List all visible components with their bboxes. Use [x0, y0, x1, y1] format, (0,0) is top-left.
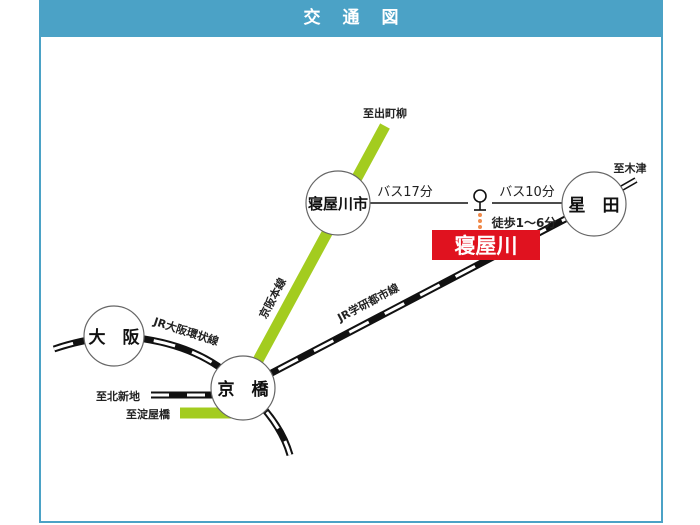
page-title-bar: 交通図	[39, 0, 663, 37]
destination-neyagawa: 寝屋川	[432, 230, 540, 260]
station-kyobashi: 京 橋	[210, 355, 276, 421]
direction-yodoyabashi: 至淀屋橋	[126, 407, 171, 421]
map-frame	[39, 0, 663, 523]
station-kyobashi-label: 京 橋	[218, 379, 270, 400]
bus-10-label: バス10分	[499, 185, 555, 200]
walk-label: 徒歩1〜6分	[491, 215, 557, 230]
jr-gakkentoshi-label: JR学研都市線	[334, 280, 401, 325]
station-hoshida-label: 星 田	[569, 196, 620, 216]
station-neyagawashi: 寝屋川市	[305, 170, 371, 236]
direction-kitashinchi: 至北新地	[96, 389, 140, 403]
direction-demachiyanagi: 至出町柳	[363, 106, 407, 120]
direction-kizu: 至木津	[614, 161, 647, 175]
destination-label: 寝屋川	[455, 234, 518, 258]
station-osaka-label: 大 阪	[89, 327, 140, 348]
bus-17-label: バス17分	[377, 185, 433, 200]
station-neyagawashi-label: 寝屋川市	[308, 195, 368, 213]
station-hoshida: 星 田	[561, 171, 627, 237]
station-osaka: 大 阪	[83, 305, 145, 367]
page-title: 交通図	[303, 8, 421, 28]
bus-stop-icon	[468, 188, 492, 229]
